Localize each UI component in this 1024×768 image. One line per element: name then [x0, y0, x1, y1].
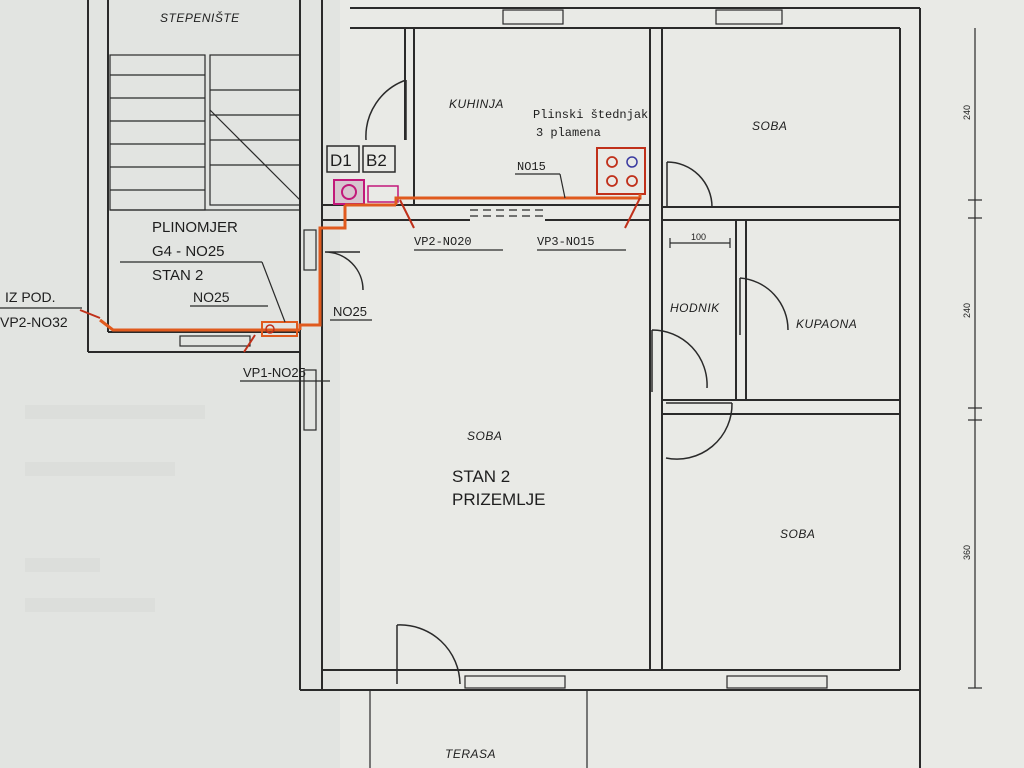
paper-left: [0, 0, 340, 768]
terrace-label: TERASA: [445, 747, 496, 761]
vp2-no032-label: VP2-NO32: [0, 314, 68, 330]
stove-label-1: Plinski štednjak: [533, 108, 648, 122]
no015-label: NO15: [517, 160, 546, 174]
no025-a-label: NO25: [193, 289, 230, 305]
gas-meter-icon: [261, 321, 298, 337]
pipe-arrows: [79, 197, 641, 353]
apartment-line1: STAN 2: [452, 467, 510, 486]
dimension-1: 240: [962, 105, 972, 120]
room-bottom-right-label: SOBA: [780, 527, 815, 541]
apartment-line2: PRIZEMLJE: [452, 490, 546, 509]
d1-box: [326, 145, 360, 173]
no025-b-label: NO25: [333, 304, 367, 319]
hall-width-dimension: 100: [691, 232, 706, 242]
bathroom-label: KUPAONA: [796, 317, 857, 331]
b2-box: [362, 145, 396, 173]
interior-walls: [322, 28, 900, 768]
dimension-3: 360: [962, 545, 972, 560]
pipe-labels: IZ POD. VP2-NO32 PLINOMJER G4 - NO25 STA…: [0, 160, 626, 382]
boiler-symbol-icon: [333, 179, 399, 205]
meter-label-3: STAN 2: [152, 267, 203, 284]
dimension-2: 240: [962, 303, 972, 318]
gas-stove-icon: [596, 147, 646, 195]
vp3-label: VP3-NO15: [537, 235, 595, 249]
stove-label-2: 3 plamena: [536, 126, 601, 140]
stair-treads: [109, 54, 301, 211]
vp1-label: VP1-NO25: [243, 365, 306, 380]
room-top-right-label: SOBA: [752, 119, 787, 133]
from-floor-label: IZ POD.: [5, 289, 56, 305]
gas-pipe: [99, 194, 642, 332]
meter-label-2: G4 - NO25: [152, 243, 225, 260]
stairs-label: STEPENIŠTE: [160, 10, 240, 25]
b2-label: B2: [366, 151, 387, 170]
doors: [324, 79, 789, 685]
faded-background-text: [25, 405, 205, 612]
kitchen-label: KUHINJA: [449, 97, 504, 111]
d1-label: D1: [330, 151, 352, 170]
hall-label: HODNIK: [670, 301, 720, 315]
apartment-walls: [300, 7, 921, 768]
living-room-label: SOBA: [467, 429, 502, 443]
dimension-lines: [669, 28, 982, 689]
vp2-label: VP2-NO20: [414, 235, 472, 249]
meter-label-1: PLINOMJER: [152, 219, 238, 236]
